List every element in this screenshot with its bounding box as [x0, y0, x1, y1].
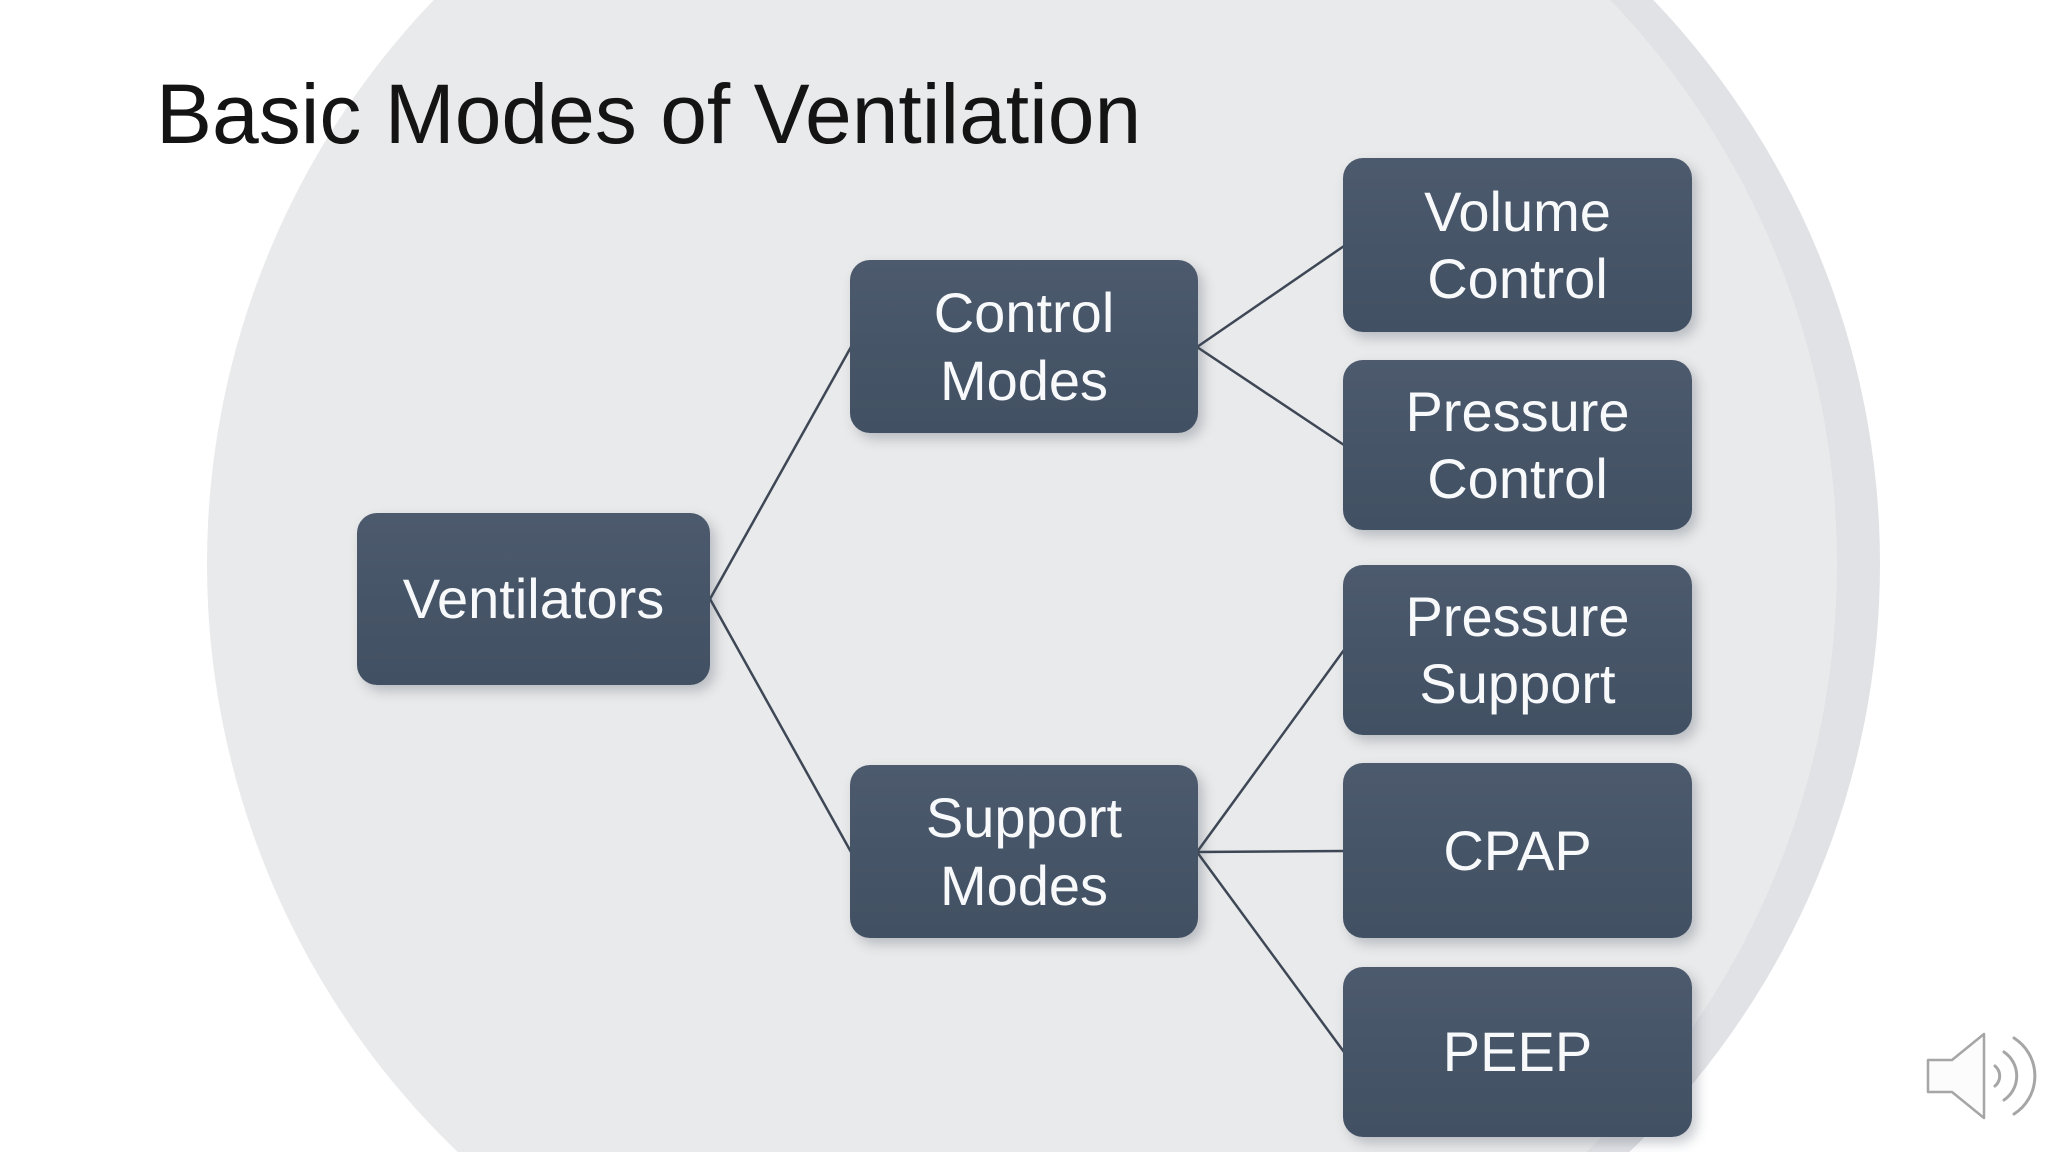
node-cpap-label: CPAP	[1443, 818, 1592, 882]
connector-ventilators-control-modes	[708, 346, 853, 600]
node-pressure-control-label: Pressure Control	[1405, 379, 1630, 510]
slide-title: Basic Modes of Ventilation	[156, 67, 1142, 161]
node-cpap: CPAP	[1343, 763, 1692, 938]
speaker-wave-large	[2012, 1036, 2037, 1116]
node-peep: PEEP	[1343, 967, 1692, 1137]
connector-ventilators-support-modes	[708, 598, 853, 853]
connector-support-cpap	[1196, 849, 1345, 854]
node-pressure-support: Pressure Support	[1343, 565, 1692, 735]
connector-support-peep	[1195, 851, 1346, 1053]
node-support-modes-label: Support Modes	[925, 786, 1123, 917]
connector-control-volume	[1196, 244, 1345, 349]
connector-control-pressure-control	[1196, 345, 1345, 447]
node-pressure-control: Pressure Control	[1343, 360, 1692, 530]
node-support-modes: Support Modes	[850, 765, 1198, 938]
node-pressure-support-label: Pressure Support	[1405, 584, 1630, 715]
speaker-wave-medium	[2002, 1050, 2019, 1102]
node-control-modes: Control Modes	[850, 260, 1198, 433]
node-ventilators: Ventilators	[357, 513, 710, 685]
connector-support-pressure-support	[1195, 649, 1346, 853]
speaker-audio-icon[interactable]	[1924, 1028, 2044, 1124]
node-volume-control-label: Volume Control	[1424, 179, 1611, 310]
node-peep-label: PEEP	[1442, 1020, 1593, 1084]
speaker-body	[1926, 1032, 1986, 1120]
node-volume-control: Volume Control	[1343, 158, 1692, 332]
node-control-modes-label: Control Modes	[933, 281, 1115, 412]
speaker-wave-small	[1993, 1064, 2002, 1088]
node-ventilators-label: Ventilators	[402, 567, 665, 631]
